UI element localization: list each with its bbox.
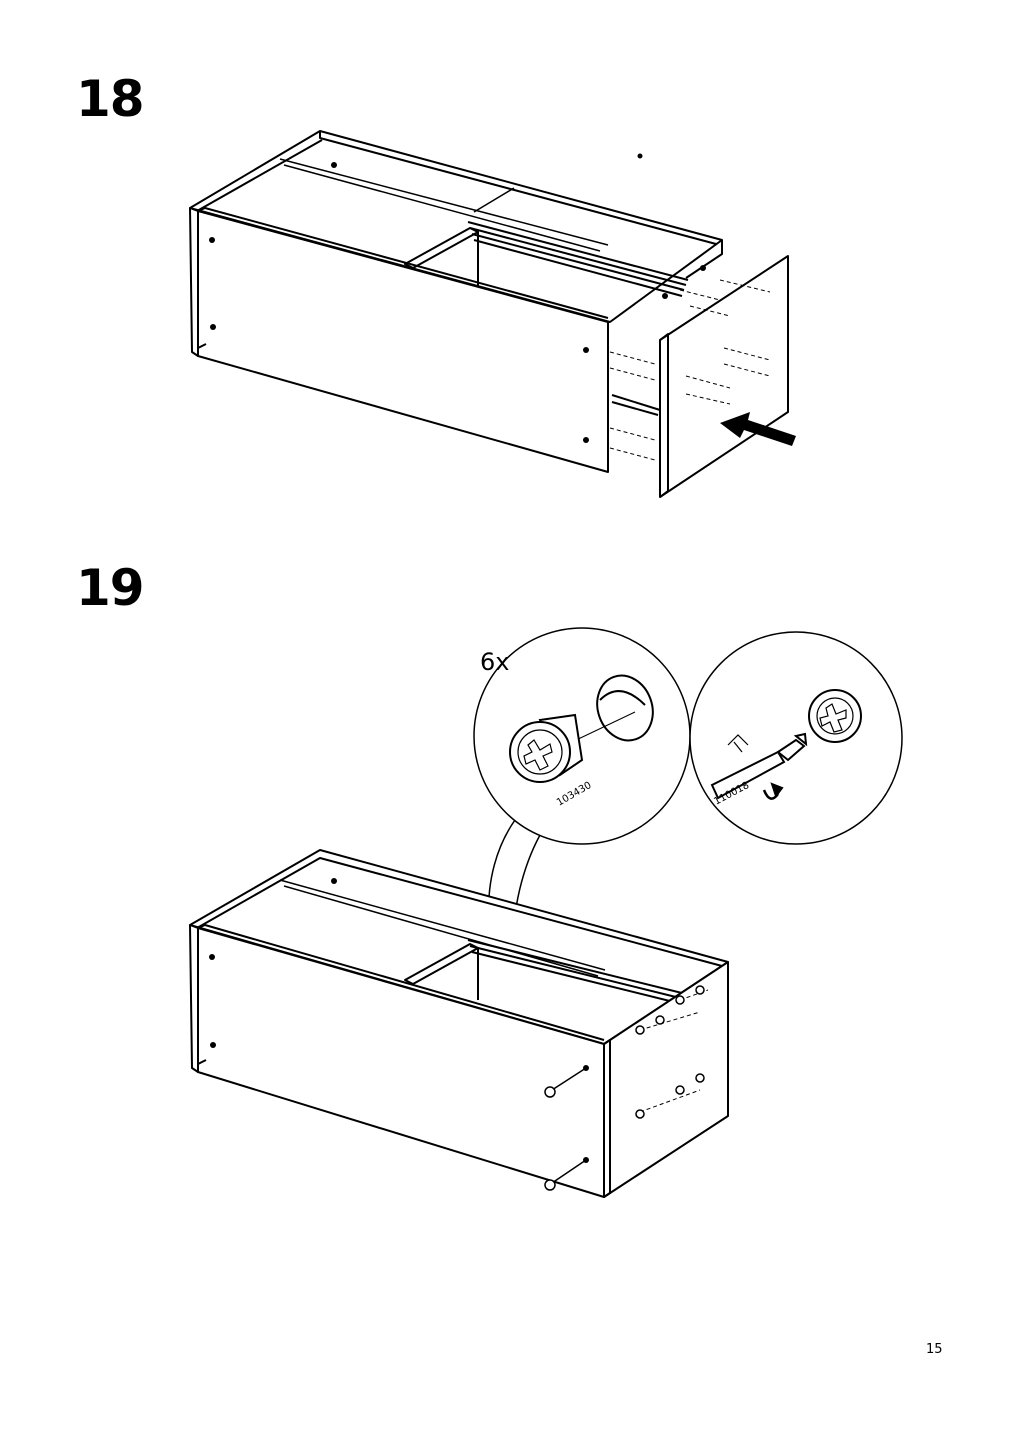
step-19-number: 19	[76, 559, 145, 617]
page-number: 15	[926, 1342, 943, 1357]
rotate-clockwise-icon	[762, 782, 784, 800]
cam-lock-icon	[544, 985, 705, 1191]
step-18-illustration	[189, 130, 796, 498]
insertion-arrow-icon	[720, 412, 796, 446]
part-number-screwdriver: 110018	[712, 780, 751, 808]
step-18-number: 18	[76, 70, 145, 128]
part-number-cam-lock: 103430	[555, 780, 594, 809]
quantity-label: 6x	[480, 648, 509, 676]
screwdriver-icon	[710, 732, 808, 800]
